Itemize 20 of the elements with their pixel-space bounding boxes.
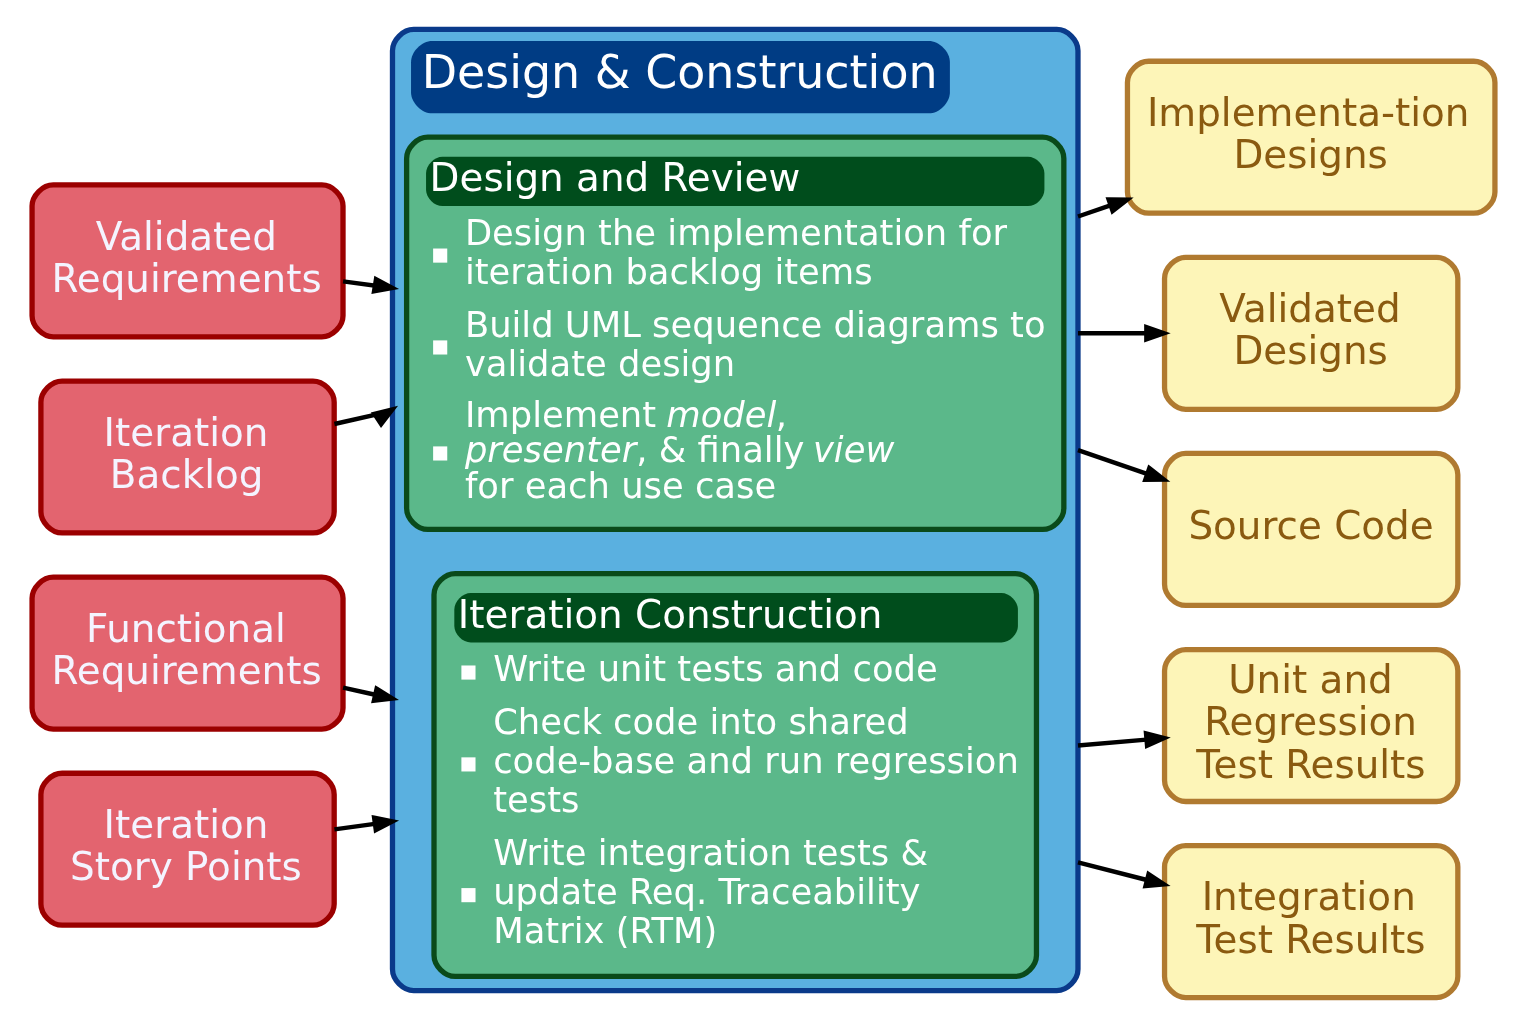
node-box: Implementa-tion Designs [1124,58,1498,216]
node-box: Functional Requirements [29,574,346,732]
node-box: Validated Requirements [29,182,346,340]
node-box: Unit and Regression Test Results [1161,646,1461,805]
arrow [1077,860,1171,889]
arrow [1078,324,1171,343]
node-box: Iteration Story Points [38,770,337,928]
arrow [1077,197,1134,219]
node-box: Source Code [1161,450,1461,609]
arrow [1077,448,1171,482]
arrow [342,685,399,704]
arrow [333,405,399,429]
node-box: Iteration Construction Write unit tests and code Check code into shared code-base and run regression tests Write integration tests & update Req. Traceability Matrix (RTM) [431,570,1040,980]
arrow [1077,730,1171,750]
node-box: Design and Review Design the implementation for iteration backlog items Build UML sequence diagrams to validate design Implement model, presenter, & finally view for each use case [403,134,1067,533]
node-box: Integration Test Results [1161,843,1461,1001]
node-box: Validated Designs [1161,254,1461,412]
node-box: Iteration Backlog [38,378,337,536]
arrow [334,815,400,834]
arrow [342,275,400,295]
